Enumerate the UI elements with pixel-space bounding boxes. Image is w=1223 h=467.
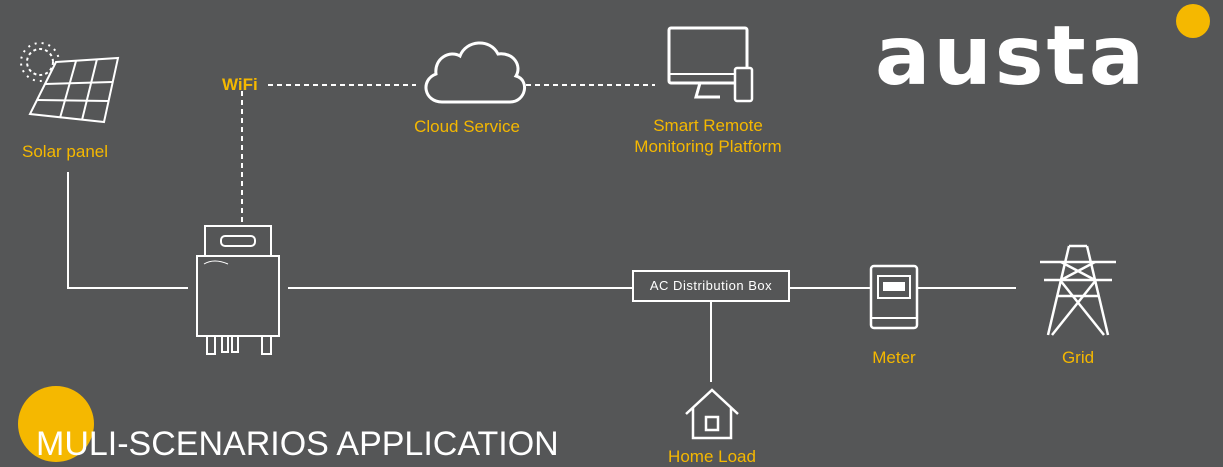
cloud-service-label: Cloud Service <box>414 117 520 136</box>
solar-panel-label: Solar panel <box>22 142 109 161</box>
ac-distribution-box: AC Distribution Box <box>632 270 790 302</box>
monitor-icon <box>667 26 754 103</box>
smart-remote-label-line2: Monitoring Platform <box>634 137 782 156</box>
austa-logo: austa <box>875 9 1148 104</box>
home-load-label: Home Load <box>668 447 756 466</box>
page-title: MULI-SCENARIOS APPLICATION <box>36 425 559 463</box>
cloud-icon <box>424 41 526 104</box>
grid-label: Grid <box>1061 348 1095 367</box>
wifi-label: WiFi <box>222 75 258 94</box>
wifi-dashed-lines <box>241 84 655 222</box>
heading-accent-dot <box>18 386 94 462</box>
connection-lines <box>67 172 1016 382</box>
house-icon <box>685 388 739 440</box>
transmission-tower-icon <box>1040 244 1116 336</box>
logo-accent-dot <box>1176 4 1210 38</box>
smart-remote-label-line1: Smart Remote <box>653 116 763 135</box>
inverter-icon <box>196 225 280 355</box>
solar-to-inverter-line <box>67 172 188 289</box>
meter-label: Meter <box>872 348 916 367</box>
solar-panel-icon <box>20 42 120 124</box>
meter-icon <box>869 264 919 330</box>
